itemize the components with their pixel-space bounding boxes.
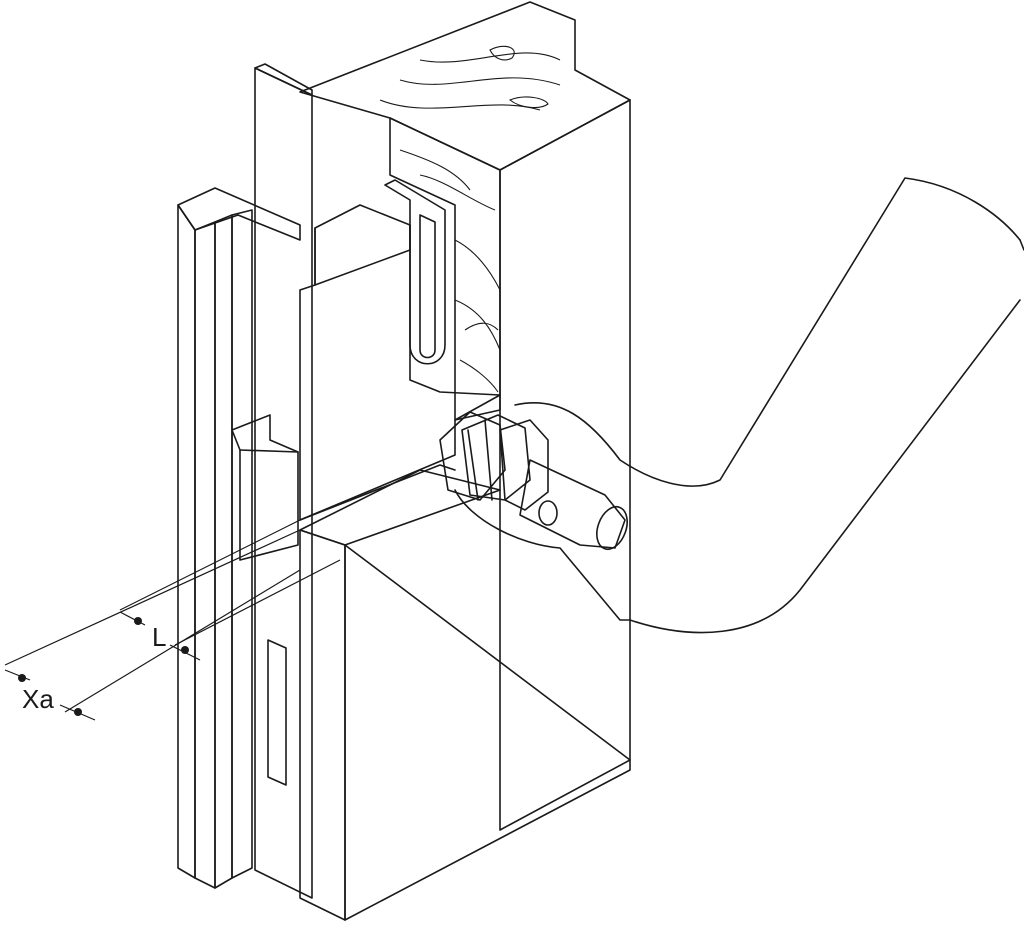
dimension-dot xyxy=(134,617,142,625)
dimension-lines: L Xa xyxy=(4,519,341,721)
cable xyxy=(514,177,1024,634)
dimension-label-l: L xyxy=(152,622,166,652)
dimension-dot xyxy=(18,674,26,682)
door-frame xyxy=(299,1,631,831)
mounting-bracket xyxy=(299,179,501,521)
door-leaf xyxy=(177,187,631,921)
dimension-dot xyxy=(181,646,189,654)
actuator-plate xyxy=(231,63,313,899)
dimension-dot xyxy=(74,708,82,716)
dimension-label-xa: Xa xyxy=(22,684,54,714)
sensor-barrel xyxy=(439,411,631,621)
